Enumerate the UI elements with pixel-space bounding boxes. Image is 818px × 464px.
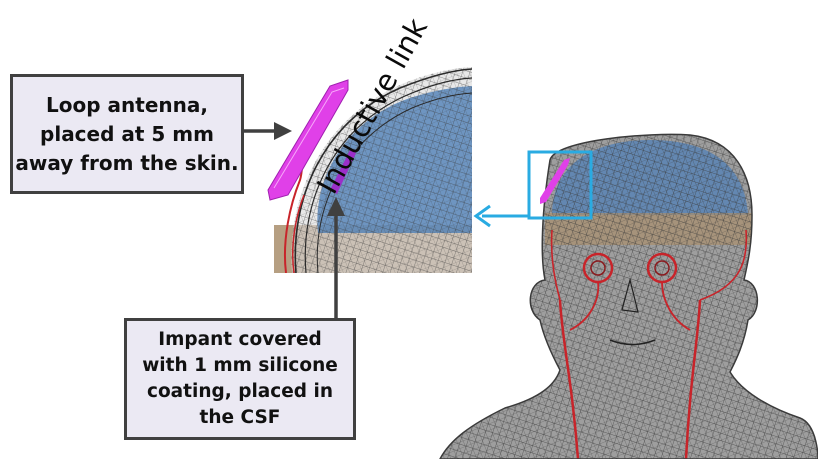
implant-callout: Impant covered with 1 mm silicone coatin… xyxy=(124,318,356,440)
implant-callout-line: coating, placed in xyxy=(142,379,338,405)
blue-arrow xyxy=(476,206,529,226)
antenna-callout: Loop antenna, placed at 5 mm away from t… xyxy=(10,74,244,194)
implant-callout-line: Impant covered xyxy=(142,327,338,353)
implant-callout-line: the CSF xyxy=(142,405,338,431)
full-head-wireframe xyxy=(440,130,818,459)
antenna-callout-line: placed at 5 mm xyxy=(15,120,238,149)
antenna-callout-line: Loop antenna, xyxy=(15,91,238,120)
antenna-callout-line: away from the skin. xyxy=(15,149,238,178)
implant-callout-line: with 1 mm silicone xyxy=(142,353,338,379)
